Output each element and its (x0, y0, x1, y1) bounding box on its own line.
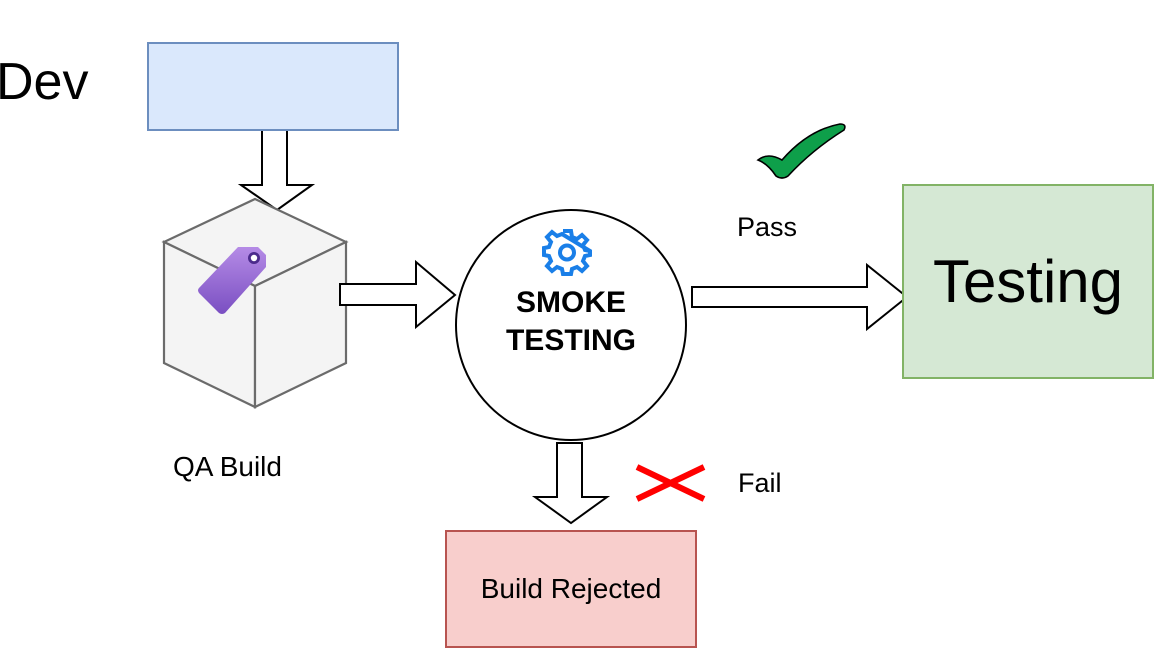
testing-node: Testing (902, 184, 1154, 379)
arrow-smoke-to-rejected (531, 442, 611, 525)
testing-node-label: Testing (932, 248, 1124, 315)
qa-build-cube (161, 197, 349, 409)
smoke-testing-label: SMOKE TESTING (456, 284, 686, 360)
smoke-testing-label-line2: TESTING (505, 324, 636, 357)
smoke-testing-node (455, 209, 687, 441)
dev-label: Dev (0, 53, 89, 111)
gear-icon (542, 229, 592, 276)
arrow-dev-to-qa-build (237, 129, 316, 212)
arrow-smoke-to-testing (691, 262, 909, 332)
fail-label: Fail (738, 468, 782, 498)
checkmark-icon (756, 123, 846, 179)
dev-node (147, 42, 399, 131)
build-rejected-node: Build Rejected (445, 530, 697, 648)
arrow-qa-build-to-smoke-testing (339, 259, 457, 330)
cross-icon (635, 464, 706, 502)
build-rejected-label: Build Rejected (480, 573, 662, 604)
pass-label: Pass (737, 212, 798, 242)
qa-build-label: QA Build (173, 451, 282, 482)
smoke-testing-label-line1: SMOKE (515, 286, 626, 319)
package-tag-icon (198, 247, 266, 314)
